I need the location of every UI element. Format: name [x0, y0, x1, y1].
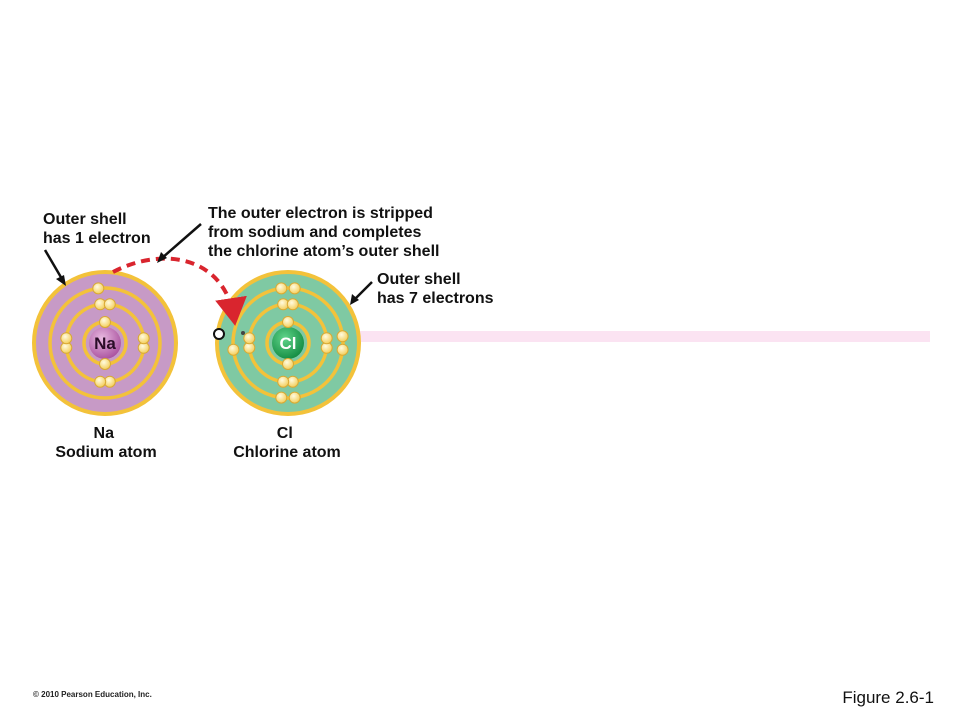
sodium-outer-shell-pointer [43, 249, 66, 286]
chlorine-electron-shell2-4 [277, 375, 290, 388]
chlorine-electron-shell3-3 [288, 391, 301, 404]
chlorine-shell-3 [231, 286, 345, 400]
copyright-notice: © 2010 Pearson Education, Inc. [33, 690, 152, 699]
empty-electron-slot [213, 328, 225, 340]
chlorine-electron-shell3-2 [288, 282, 301, 295]
transfer-pointer [157, 223, 202, 263]
chlorine-electron-shell2-8 [320, 332, 333, 345]
chlorine-electron-shell1-1 [282, 316, 294, 328]
sodium-shell-3 [48, 286, 162, 400]
sodium-electron-shell1-1 [99, 316, 111, 328]
chlorine-electron-shell3-6 [336, 330, 349, 343]
sodium-outer-shell-label: Outer shell has 1 electron [43, 211, 151, 247]
electron-transfer-arrow [112, 256, 247, 326]
transfer-label: The outer electron is stripped from sodi… [208, 205, 439, 260]
chlorine-nucleus [272, 327, 304, 359]
chlorine-electron-shell3-7 [227, 343, 240, 356]
sodium-electrons [60, 282, 150, 388]
chlorine-electron-shell1-2 [282, 358, 294, 370]
chlorine-electrons [227, 282, 349, 404]
sodium-electron-shell2-2 [103, 298, 116, 311]
sodium-electron-shell1-2 [99, 358, 111, 370]
sodium-nucleus-symbol: Na [94, 334, 116, 353]
sodium-electron-shell2-8 [137, 332, 150, 345]
chlorine-electron-shell3-4 [275, 391, 288, 404]
chlorine-electron-shell2-6 [243, 332, 256, 345]
sodium-nucleus [89, 327, 121, 359]
chlorine-nucleus-symbol: Cl [280, 334, 297, 353]
chlorine-outer-shell-pointer [350, 281, 373, 305]
chlorine-outer-shell-label: Outer shell has 7 electrons [377, 271, 494, 307]
sodium-electron-shell2-6 [60, 332, 73, 345]
transfer-sparkle [241, 331, 245, 335]
chlorine-electron-shell3-1 [275, 282, 288, 295]
chlorine-caption: Cl Chlorine atom [233, 425, 341, 461]
sodium-electron-shell3-1 [92, 282, 105, 295]
highlight-band [220, 331, 930, 342]
chlorine-electron-shell2-2 [286, 298, 299, 311]
chlorine-atom: Cl [215, 270, 361, 416]
sodium-atom: Na [32, 270, 178, 416]
chlorine-electron-shell3-5 [336, 343, 349, 356]
sodium-caption: Na Sodium atom [55, 425, 156, 461]
sodium-electron-shell2-4 [94, 375, 107, 388]
figure-label: Figure 2.6-1 [842, 688, 934, 707]
